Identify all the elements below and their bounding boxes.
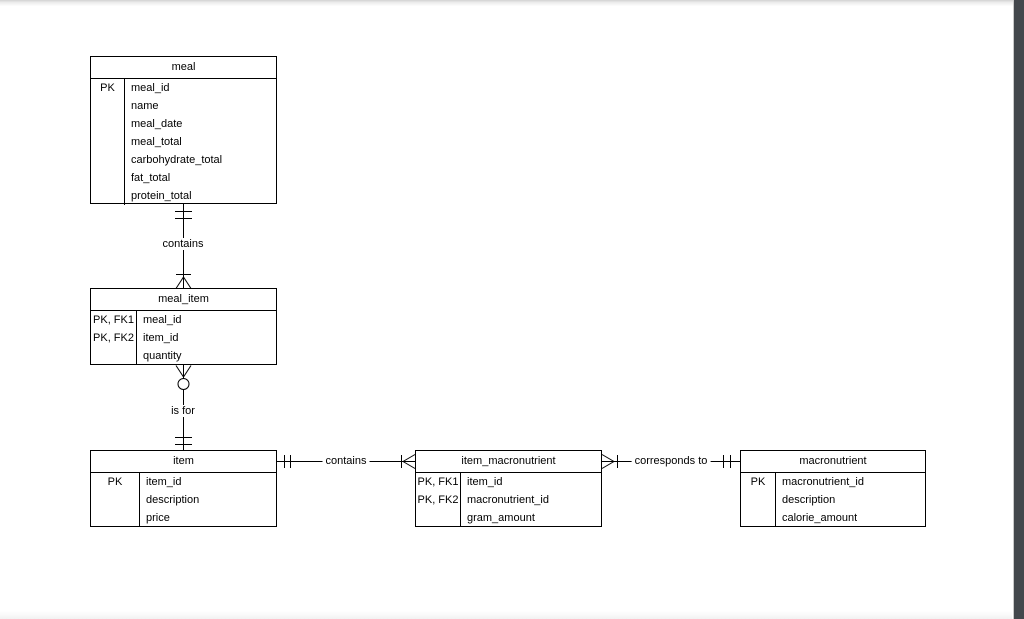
table-row: PK, FK1 meal_id bbox=[91, 311, 276, 329]
field-cell: calorie_amount bbox=[782, 512, 858, 524]
field-cell: macronutrient_id bbox=[782, 476, 864, 488]
table-row: price bbox=[91, 509, 276, 527]
top-shadow bbox=[0, 0, 1024, 6]
relationship-label-contains: contains bbox=[159, 238, 207, 250]
key-cell bbox=[91, 491, 139, 509]
field-cell: description bbox=[146, 494, 200, 506]
key-cell: PK bbox=[100, 82, 115, 94]
table-row: PK, FK2 item_id bbox=[91, 329, 276, 347]
relationship-label-contains: contains bbox=[322, 455, 370, 467]
entity-meal-item[interactable]: meal_item PK, FK1 meal_id PK, FK2 item_i… bbox=[90, 288, 277, 365]
relationship-label-is-for: is for bbox=[168, 405, 198, 417]
window-edge-scrollbar[interactable] bbox=[1013, 0, 1024, 619]
key-cell: PK bbox=[107, 476, 123, 488]
field-cell: description bbox=[782, 494, 836, 506]
field-cell: meal_date bbox=[131, 118, 183, 130]
entity-item-macronutrient[interactable]: item_macronutrient PK, FK1 item_id PK, F… bbox=[415, 450, 602, 527]
table-row: gram_amount bbox=[416, 509, 601, 527]
entity-item[interactable]: item PK item_id description price bbox=[90, 450, 277, 527]
table-row: calorie_amount bbox=[741, 509, 925, 527]
field-cell: meal_total bbox=[131, 136, 182, 148]
entity-item-macronutrient-title: item_macronutrient bbox=[416, 451, 601, 473]
table-row: PK, FK1 item_id bbox=[416, 473, 601, 491]
table-row: PK macronutrient_id bbox=[741, 473, 925, 491]
field-cell: name bbox=[131, 100, 159, 112]
table-row: PK, FK2 macronutrient_id bbox=[416, 491, 601, 509]
key-cell bbox=[91, 115, 124, 133]
one-or-many-crowfoot-icon bbox=[175, 274, 192, 289]
key-cell bbox=[91, 347, 136, 365]
field-cell: item_id bbox=[467, 476, 503, 488]
key-cell bbox=[91, 151, 124, 169]
entity-macronutrient[interactable]: macronutrient PK macronutrient_id descri… bbox=[740, 450, 926, 527]
table-row: carbohydrate_total bbox=[91, 151, 276, 169]
entity-meal-title: meal bbox=[91, 57, 276, 79]
entity-item-body: PK item_id description price bbox=[91, 473, 276, 527]
table-row: description bbox=[741, 491, 925, 509]
key-cell bbox=[91, 133, 124, 151]
one-and-only-one-icon bbox=[175, 211, 192, 219]
field-cell: item_id bbox=[143, 332, 179, 344]
key-cell: PK, FK2 bbox=[93, 332, 134, 344]
key-cell: PK, FK1 bbox=[417, 476, 459, 488]
field-cell: meal_id bbox=[143, 314, 182, 326]
entity-meal-item-title: meal_item bbox=[91, 289, 276, 311]
field-cell: macronutrient_id bbox=[467, 494, 549, 506]
key-cell bbox=[416, 509, 460, 527]
field-cell: gram_amount bbox=[467, 512, 535, 524]
field-cell: fat_total bbox=[131, 172, 171, 184]
one-or-many-crowfoot-icon bbox=[601, 454, 618, 469]
table-row: name bbox=[91, 97, 276, 115]
table-row: quantity bbox=[91, 347, 276, 365]
field-cell: carbohydrate_total bbox=[131, 154, 223, 166]
entity-item-macronutrient-body: PK, FK1 item_id PK, FK2 macronutrient_id… bbox=[416, 473, 601, 527]
entity-meal-body: PK meal_id name meal_date meal_total car… bbox=[91, 79, 276, 205]
entity-macronutrient-body: PK macronutrient_id description calorie_… bbox=[741, 473, 925, 527]
one-and-only-one-icon bbox=[723, 455, 731, 468]
key-cell bbox=[91, 187, 124, 205]
field-cell: price bbox=[146, 512, 170, 524]
table-row: protein_total bbox=[91, 187, 276, 205]
bottom-shadow bbox=[0, 611, 1012, 619]
table-row: PK item_id bbox=[91, 473, 276, 491]
entity-item-title: item bbox=[91, 451, 276, 473]
key-cell bbox=[91, 169, 124, 187]
one-or-many-crowfoot-icon bbox=[401, 454, 416, 469]
relationship-label-corresponds-to: corresponds to bbox=[631, 455, 711, 467]
one-and-only-one-icon bbox=[175, 437, 192, 445]
field-cell: meal_id bbox=[131, 82, 170, 94]
table-row: PK meal_id bbox=[91, 79, 276, 97]
table-row: meal_date bbox=[91, 115, 276, 133]
table-row: meal_total bbox=[91, 133, 276, 151]
key-cell bbox=[91, 97, 124, 115]
key-cell bbox=[741, 509, 775, 527]
entity-macronutrient-title: macronutrient bbox=[741, 451, 925, 473]
entity-meal-item-body: PK, FK1 meal_id PK, FK2 item_id quantity bbox=[91, 311, 276, 365]
key-cell bbox=[741, 491, 775, 509]
key-cell: PK, FK1 bbox=[93, 314, 134, 326]
table-row: description bbox=[91, 491, 276, 509]
relationship-meal-item-item bbox=[175, 365, 192, 450]
key-cell: PK, FK2 bbox=[417, 494, 459, 506]
key-cell bbox=[91, 509, 139, 527]
table-row: fat_total bbox=[91, 169, 276, 187]
zero-or-many-crowfoot-icon bbox=[175, 365, 192, 390]
key-cell: PK bbox=[750, 476, 766, 488]
field-cell: item_id bbox=[146, 476, 182, 488]
entity-meal[interactable]: meal PK meal_id name meal_date meal_tota… bbox=[90, 56, 277, 205]
one-and-only-one-icon bbox=[284, 455, 291, 468]
field-cell: protein_total bbox=[131, 190, 192, 202]
field-cell: quantity bbox=[143, 350, 182, 362]
